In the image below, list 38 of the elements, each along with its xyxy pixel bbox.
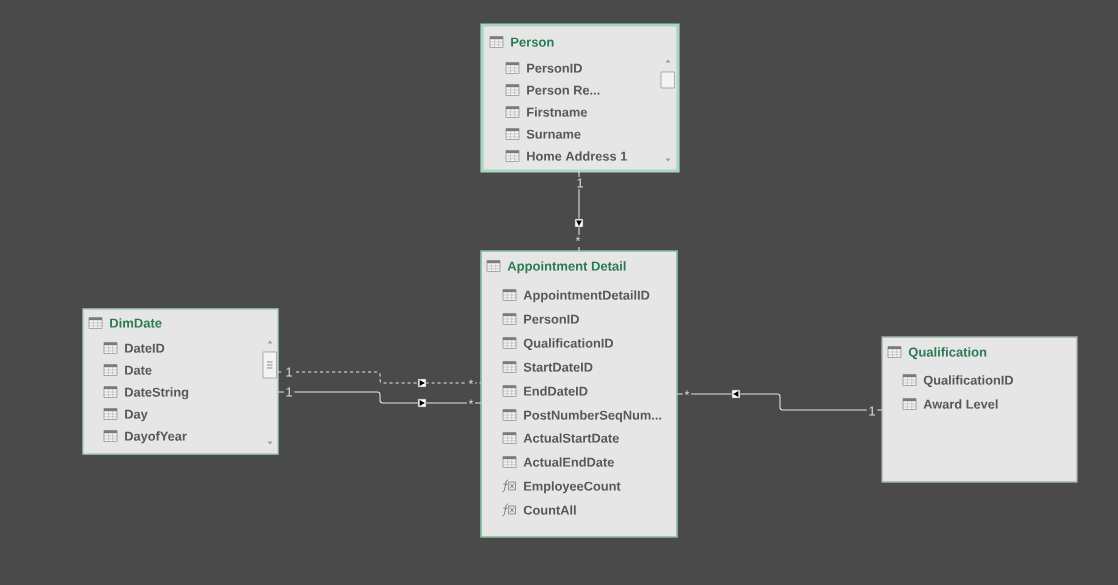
cardinality-label: 1 [283, 385, 295, 399]
column-name: EndDateID [524, 386, 588, 396]
column-name: QualificationID [523, 338, 614, 351]
column-name: EmployeeCount [524, 481, 621, 494]
cardinality-label: * [573, 234, 583, 248]
column-name: Award Level [923, 399, 998, 409]
cardinality-label: * [682, 388, 692, 402]
column-name: PersonID [524, 314, 579, 324]
column-name: DateID [125, 343, 165, 353]
column-name: Date [125, 365, 152, 375]
column-name: Firstname [527, 107, 587, 117]
table-title: DimDate [110, 318, 162, 328]
relationship-line [277, 391, 482, 408]
column-name: StartDateID [523, 362, 593, 372]
table-title: Qualification [908, 347, 987, 360]
cardinality-label: 1 [866, 404, 878, 418]
cardinality-label: * [466, 397, 476, 411]
relationship-line [574, 170, 584, 252]
table-title: Appointment Detail [507, 261, 626, 274]
column-name: PersonID [527, 63, 582, 73]
column-name: CountAll [523, 505, 576, 515]
column-name: AppointmentDetailID [523, 290, 650, 303]
column-name: DayofYear [125, 431, 187, 444]
cardinality-label: 1 [283, 365, 295, 379]
column-name: ActualEndDate [523, 457, 614, 467]
column-name: DateString [125, 387, 189, 400]
column-name: Person Re... [527, 85, 600, 95]
column-name: QualificationID [923, 375, 1014, 388]
relationship-line [277, 371, 482, 388]
column-name: ActualStartDate [523, 433, 619, 443]
cardinality-label: * [466, 377, 476, 391]
column-name: Home Address 1 [527, 151, 627, 161]
column-name: PostNumberSeqNum... [524, 410, 662, 423]
column-name: Day [125, 409, 148, 422]
relationship-line [676, 389, 883, 411]
table-title: Person [511, 37, 554, 47]
column-name: Surname [526, 129, 581, 139]
cardinality-label: 1 [574, 176, 586, 190]
